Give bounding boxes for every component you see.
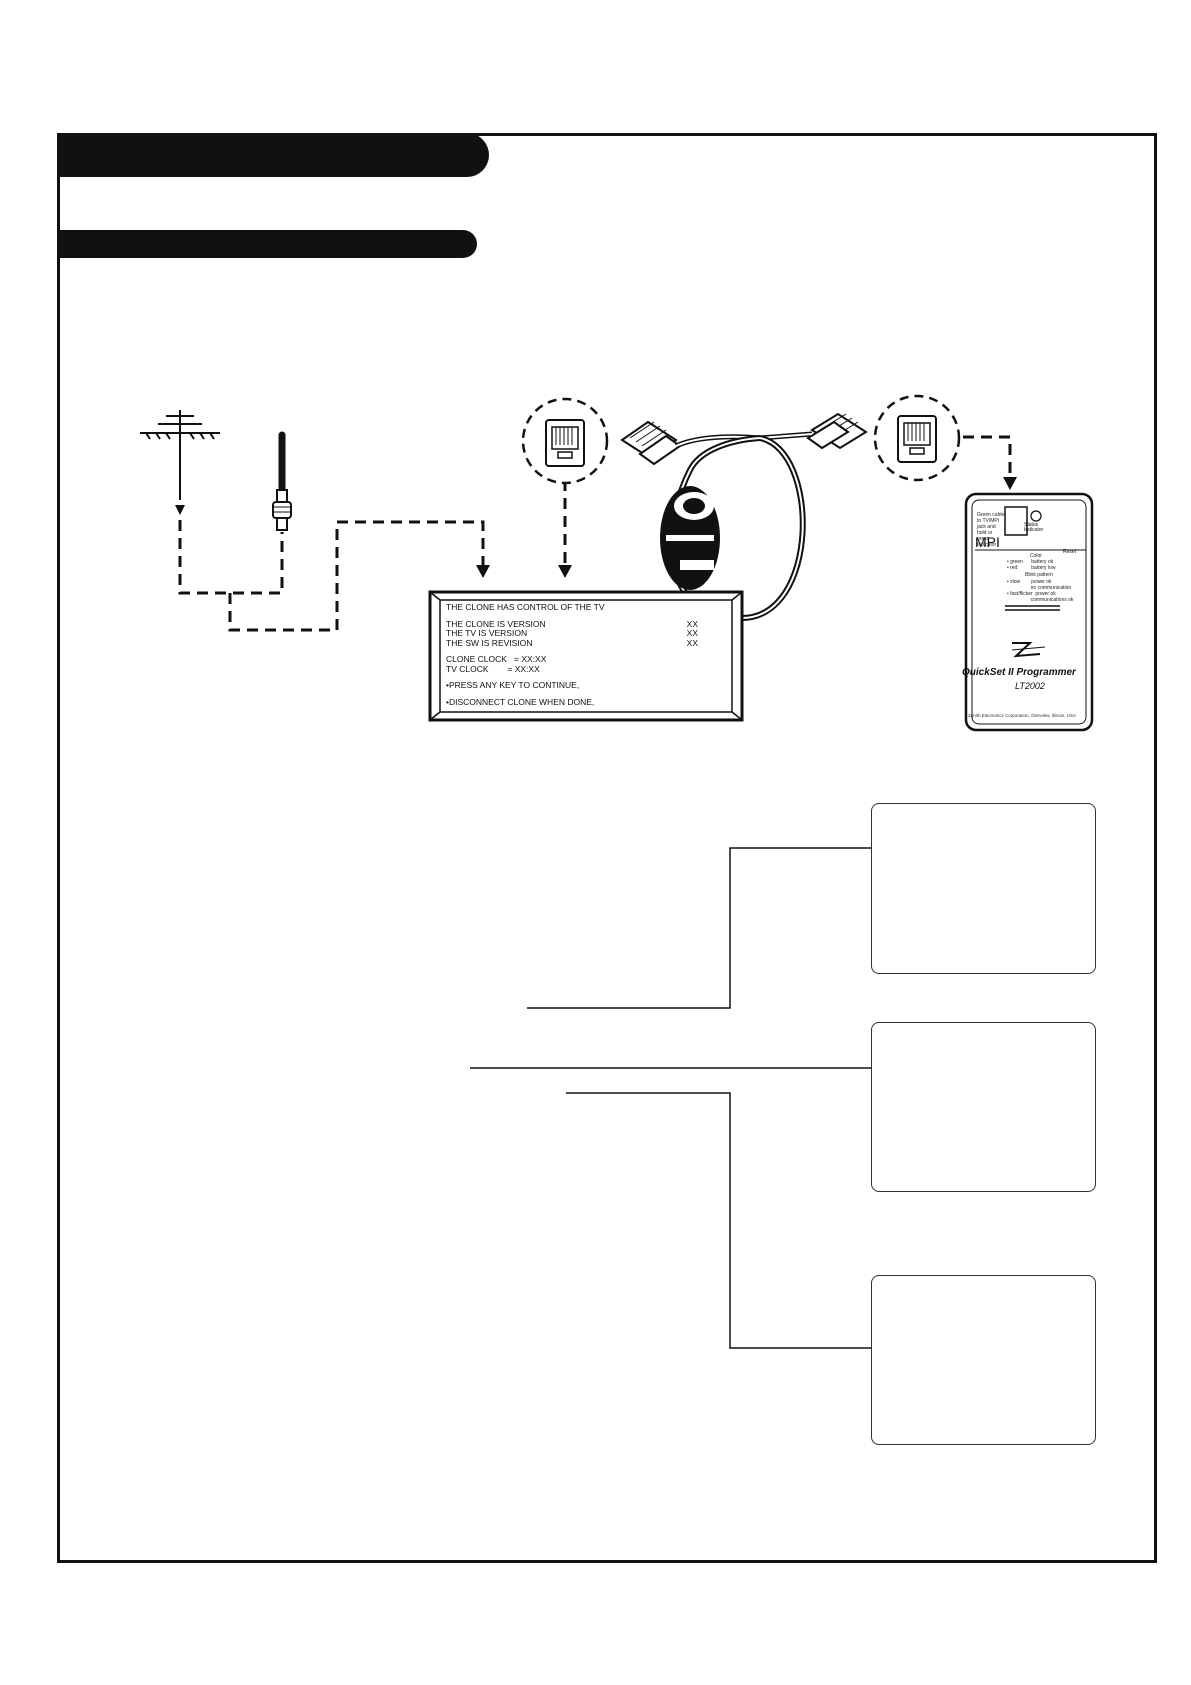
- programmer-model: LT2002: [1015, 681, 1045, 691]
- programmer-legend-item: communications ok: [1007, 597, 1074, 603]
- phone-jack-icon: [873, 394, 961, 482]
- programmer-footer: Zenith Electronics Corporation, Glenview…: [968, 713, 1077, 718]
- programmer-legend-heading: Color: [1030, 553, 1042, 559]
- section-header-tab: [57, 133, 489, 177]
- tv-screen-label: THE CLONE IS VERSION: [446, 618, 546, 629]
- programmer-legend-item: • fast/flicker power ok: [1007, 591, 1056, 597]
- programmer-mpi-label: MPI: [975, 534, 1000, 550]
- programmer-title: QuickSet II Programmer: [962, 667, 1076, 678]
- programmer-legend-item: no communication: [1007, 585, 1072, 591]
- page-frame: [57, 133, 1157, 1563]
- tv-screen-value: XX: [686, 637, 698, 648]
- tv-screen-row: THE SW IS REVISION XX: [446, 637, 726, 649]
- programmer-legend-item: • slow power ok: [1007, 579, 1052, 585]
- programmer-legend-item: • red battery low: [1007, 565, 1056, 571]
- programmer-instructions: Green cable to TV/MPI jack and hold or p…: [977, 512, 1005, 548]
- tv-screen-line: TV CLOCK = XX:XX: [446, 663, 540, 674]
- programmer-legend-item: • green battery ok: [1007, 559, 1054, 565]
- tv-screen-label: THE TV IS VERSION: [446, 628, 528, 638]
- programmer-reset-label: Reset: [1063, 549, 1077, 555]
- programmer-legend-heading: Blink pattern: [1025, 572, 1053, 578]
- tv-screen-label: THE SW IS REVISION: [446, 637, 533, 648]
- arrow-down-icon: [558, 565, 572, 578]
- arrow-down-icon: [175, 505, 185, 515]
- tv-set-icon: [428, 590, 744, 722]
- programmer-status-label: Status Indicator: [1024, 522, 1044, 533]
- dashed-cable-lines: [178, 435, 1012, 632]
- info-box: [871, 803, 1096, 974]
- tv-screen-line: •PRESS ANY KEY TO CONTINUE,: [446, 680, 580, 690]
- tv-screen-row: THE CLONE IS VERSION XX: [446, 618, 726, 630]
- tv-screen-value: XX: [686, 628, 698, 638]
- leader-lines: [470, 847, 871, 1349]
- rj-plug-icon: [620, 420, 682, 466]
- subsection-header-tab: [57, 230, 477, 258]
- tv-screen-value: XX: [686, 618, 698, 629]
- programmer-device-icon: [964, 492, 1094, 732]
- info-box: [871, 1022, 1096, 1192]
- arrow-down-icon: [476, 565, 490, 578]
- tv-screen-text: THE CLONE HAS CONTROL OF THE TV THE CLON…: [446, 602, 726, 706]
- coax-cable-icon: [272, 431, 292, 531]
- tv-screen-line: THE CLONE HAS CONTROL OF THE TV: [446, 602, 605, 612]
- info-box: [871, 1275, 1096, 1445]
- ferrite-core-icon: [660, 486, 720, 590]
- tv-screen-line: CLONE CLOCK = XX:XX: [446, 654, 547, 664]
- arrow-down-icon: [1003, 477, 1017, 490]
- phone-jack-icon: [521, 397, 609, 485]
- tv-screen-row: THE TV IS VERSION XX: [446, 628, 726, 639]
- antenna-icon: [140, 410, 220, 500]
- tv-screen-line: •DISCONNECT CLONE WHEN DONE,: [446, 696, 595, 707]
- rj-plug-icon: [806, 412, 868, 450]
